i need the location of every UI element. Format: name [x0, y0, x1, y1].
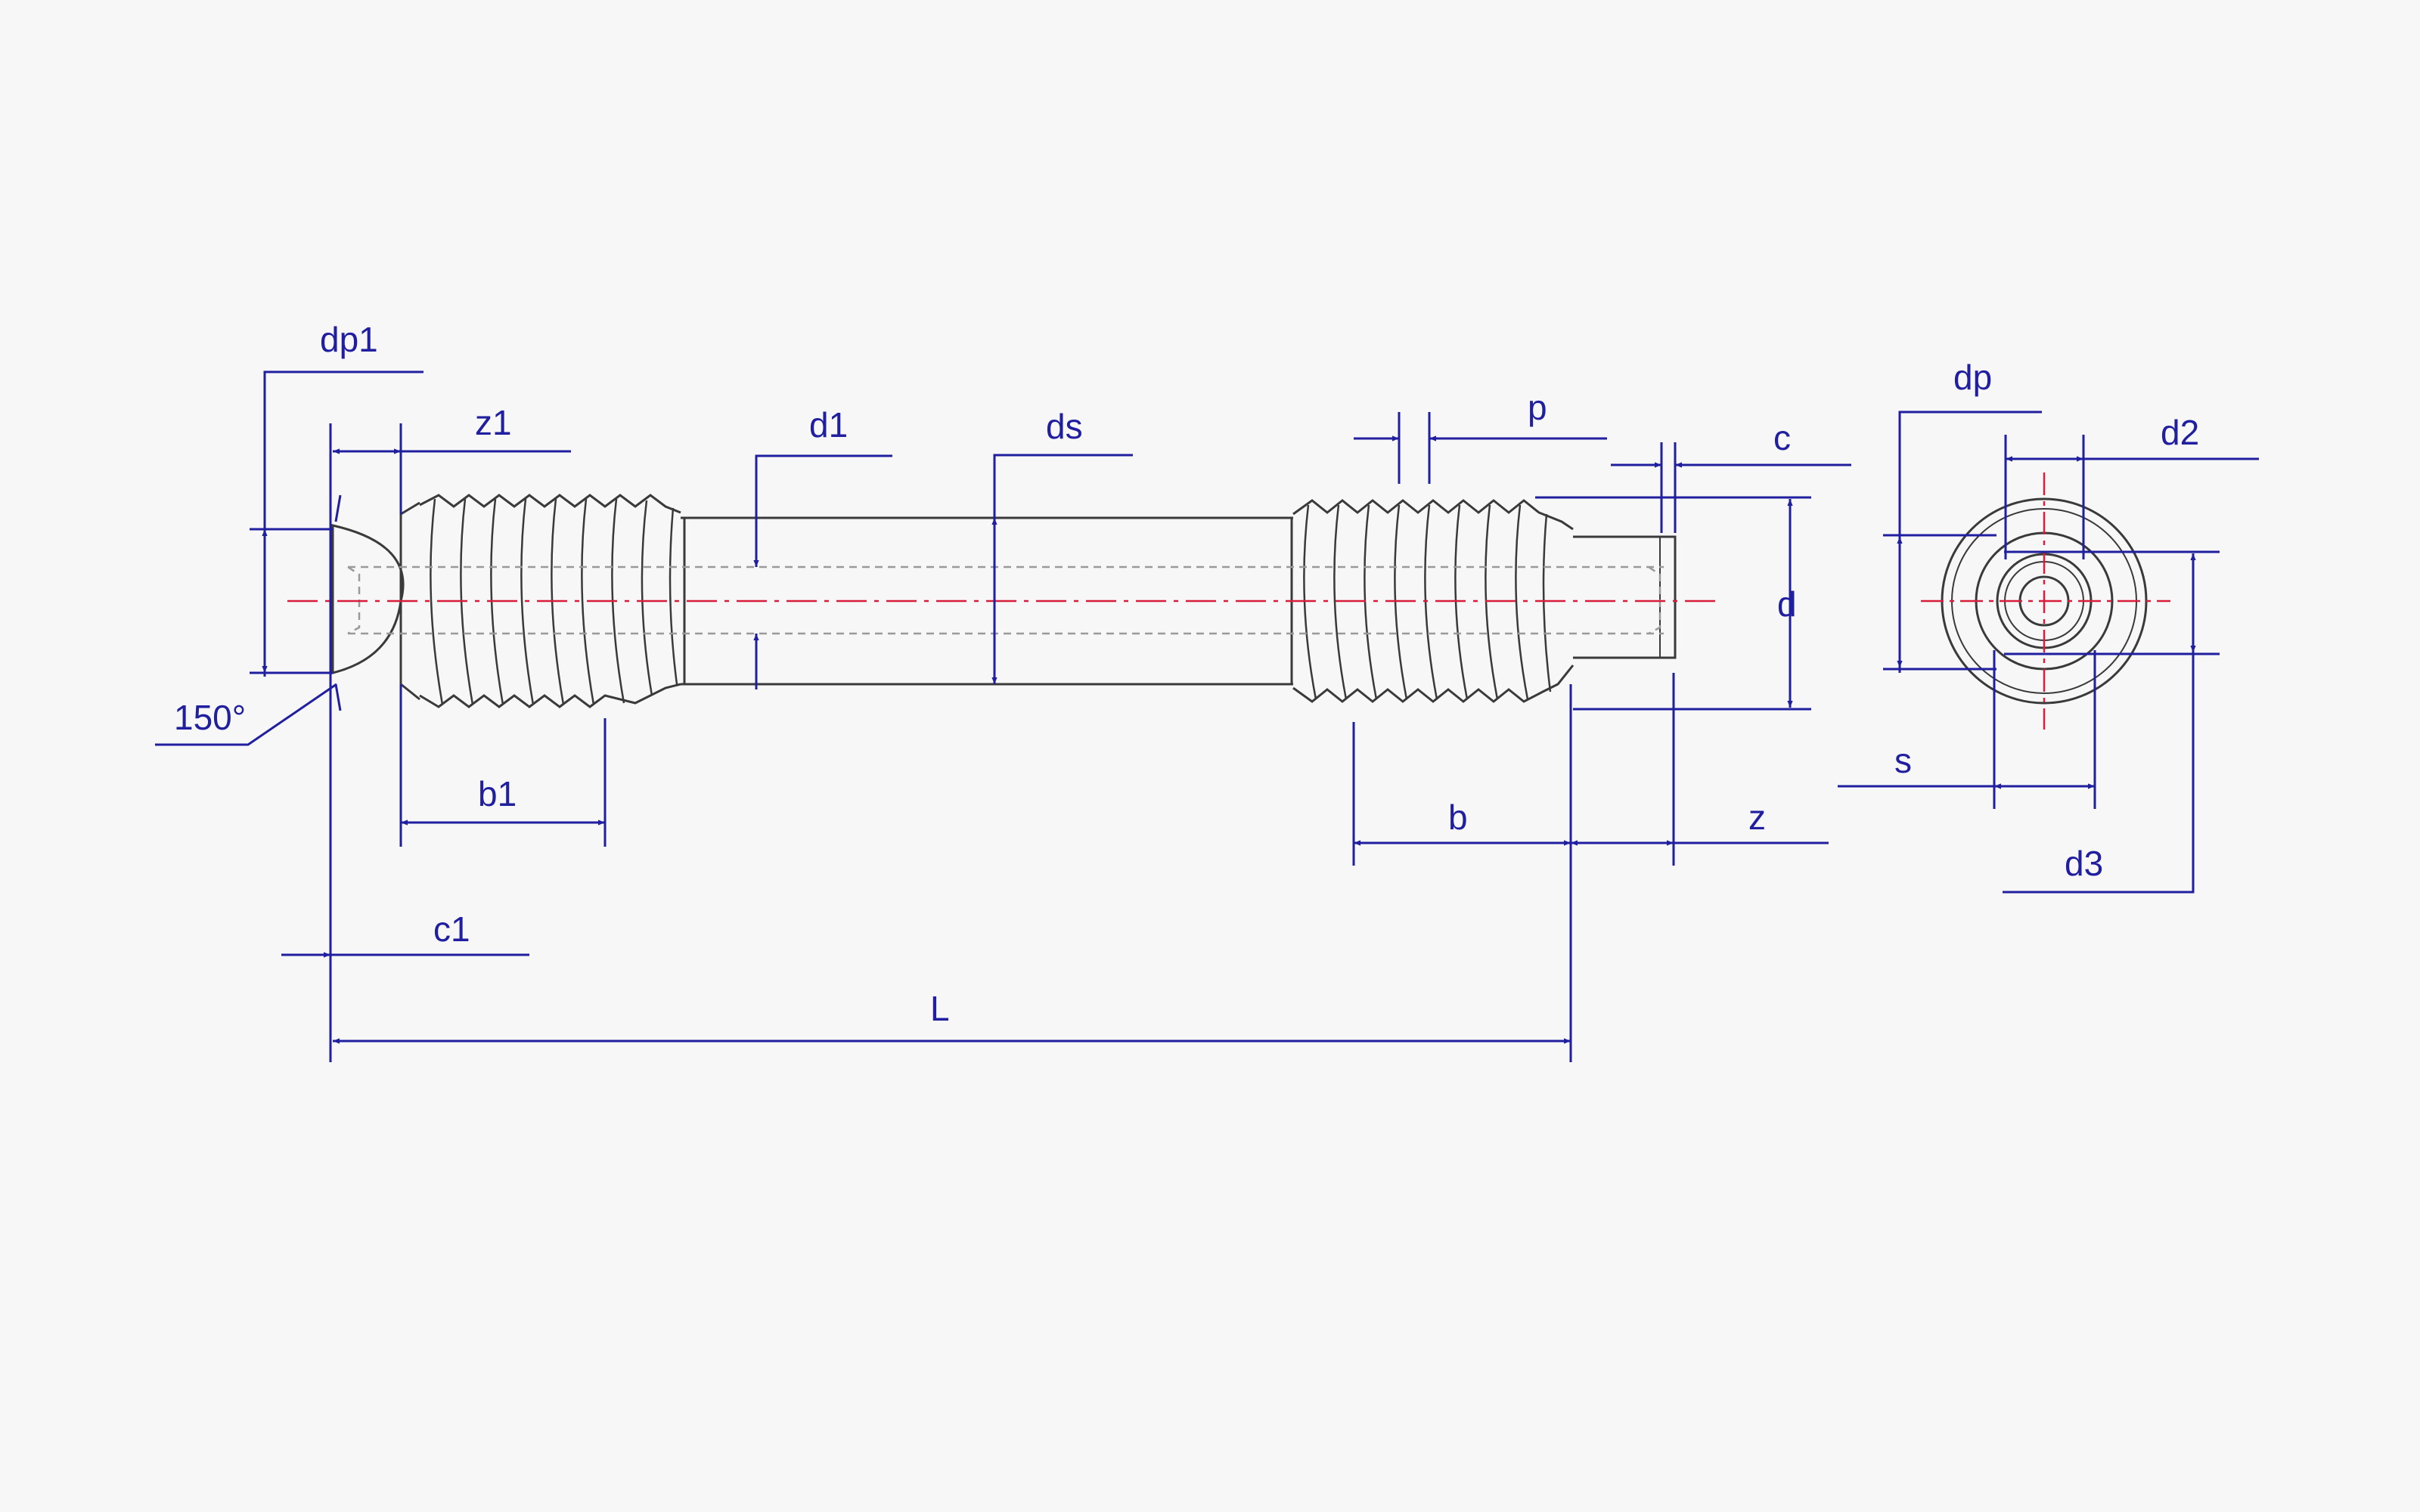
- label-dp1: dp1: [320, 320, 378, 359]
- label-c: c: [1773, 418, 1791, 457]
- label-z1: z1: [475, 403, 512, 442]
- right-pilot: [1573, 535, 1677, 659]
- dimension-labels: dp1 z1 d1 ds p c d 150° b1 b z c1 L dp d…: [174, 320, 2199, 1028]
- label-c1: c1: [433, 909, 470, 949]
- dimension-lines: [155, 370, 2259, 1062]
- right-thread-profile-top: [1292, 499, 1574, 531]
- left-thread-profile-top: [419, 494, 681, 514]
- label-dp: dp: [1953, 358, 1992, 397]
- label-b: b: [1448, 798, 1468, 837]
- label-d: d: [1777, 584, 1797, 624]
- label-z: z: [1748, 798, 1766, 837]
- label-d3: d3: [2065, 844, 2103, 883]
- label-ds: ds: [1046, 407, 1083, 446]
- label-d2: d2: [2161, 413, 2199, 452]
- label-p: p: [1528, 388, 1547, 427]
- left-thread-flanks: [430, 498, 678, 705]
- label-b1: b1: [478, 774, 517, 813]
- end-view-centerlines: [1921, 472, 2170, 730]
- label-angle-150: 150°: [174, 698, 246, 737]
- label-s: s: [1894, 741, 1912, 780]
- right-thread-profile-bottom: [1292, 665, 1575, 703]
- left-thread-profile-bottom: [419, 683, 681, 708]
- right-thread-flanks: [1303, 504, 1552, 700]
- label-d1: d1: [809, 405, 848, 445]
- label-L: L: [930, 989, 950, 1028]
- left-dome-end: [331, 524, 405, 674]
